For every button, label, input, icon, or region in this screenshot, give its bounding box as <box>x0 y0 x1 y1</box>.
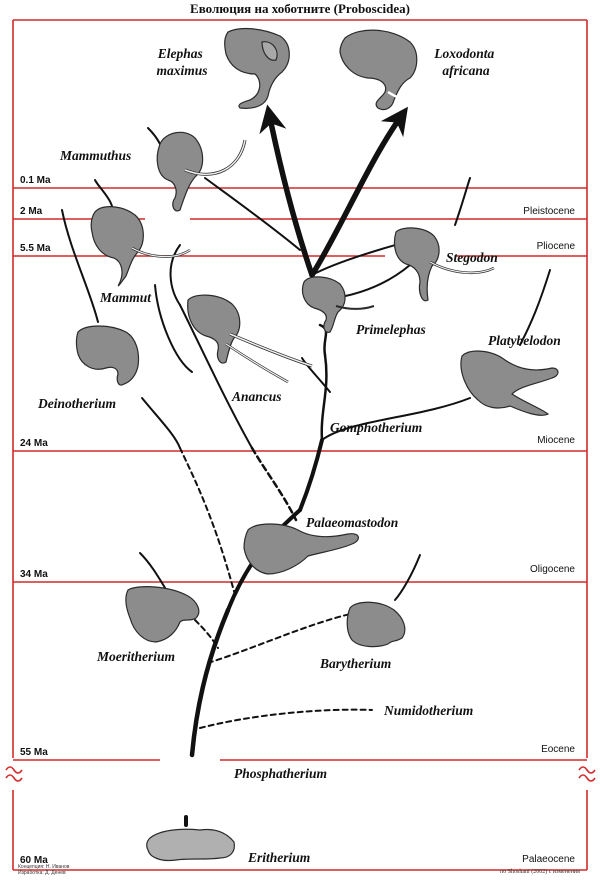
age-label: 34 Ma <box>20 569 48 580</box>
taxon-mammut: Mammut <box>99 290 152 305</box>
palaeomastodon-head-illustration <box>243 523 359 575</box>
mammut-head-illustration <box>90 206 191 287</box>
stegodon-head-illustration <box>393 227 495 302</box>
credit-line: Изработка: Д. Денев <box>18 870 66 876</box>
taxon-primelephas: Primelephas <box>356 322 426 337</box>
branches <box>61 104 551 827</box>
taxon-deinotherium: Deinotherium <box>37 396 116 411</box>
barytherium-head-illustration <box>346 601 406 648</box>
deinotherium-head-illustration <box>75 325 140 386</box>
epoch-label: Palaeocene <box>522 854 575 865</box>
credit-line: Концепция: Н. Иванов <box>18 864 70 870</box>
age-label: 55 Ma <box>20 747 48 758</box>
taxon-gomphotherium: Gomphotherium <box>330 420 422 435</box>
epoch-label: Pliocene <box>537 241 576 252</box>
taxon-elephas: Elephas maximus <box>156 46 207 78</box>
epoch-label: Pleistocene <box>523 206 575 217</box>
age-label: 24 Ma <box>20 438 48 449</box>
epoch-label: Oligocene <box>530 564 575 575</box>
eritherium-skull-illustration <box>146 828 235 862</box>
age-label: 2 Ma <box>20 206 43 217</box>
moeritherium-head-illustration <box>125 586 200 643</box>
taxon-anancus: Anancus <box>231 389 282 404</box>
taxon-loxodonta-line2: africana <box>442 63 490 78</box>
taxon-palaeomastodon: Palaeomastodon <box>306 515 398 530</box>
diagram-title: Еволюция на хоботните (Proboscidea) <box>190 1 410 16</box>
taxon-numidotherium: Numidotherium <box>383 703 473 718</box>
animal-heads <box>75 27 559 862</box>
source-note: по Shoshani (2002) с изменения <box>500 869 580 875</box>
taxon-loxodonta-line1: Loxodonta <box>433 46 494 61</box>
age-label: 0.1 Ma <box>20 175 51 186</box>
taxon-barytherium: Barytherium <box>319 656 391 671</box>
credits: Концепция: Н. Иванов Изработка: Д. Денев <box>18 864 69 876</box>
time-frame <box>5 19 596 871</box>
anancus-head-illustration <box>187 294 313 384</box>
platybelodon-head-illustration <box>460 350 559 416</box>
age-label: 60 Ma <box>20 855 48 866</box>
mammuthus-head-illustration <box>156 131 247 212</box>
taxon-mammuthus: Mammuthus <box>59 148 131 163</box>
taxon-phosphatherium: Phosphatherium <box>234 766 327 781</box>
taxon-stegodon: Stegodon <box>446 250 498 265</box>
taxon-elephas-line2: maximus <box>156 63 207 78</box>
taxon-eritherium: Eritherium <box>247 850 310 865</box>
elephas-head-illustration <box>224 27 290 109</box>
taxon-platybelodon: Platybelodon <box>488 333 561 348</box>
taxon-loxodonta: Loxodonta africana <box>433 46 497 78</box>
epoch-label: Miocene <box>537 435 575 446</box>
epoch-labels: Pleistocene Pliocene Miocene Oligocene E… <box>522 206 575 865</box>
taxon-moeritherium: Moeritherium <box>96 649 175 664</box>
primelephas-head-illustration <box>301 276 375 333</box>
time-boundaries <box>13 187 587 761</box>
taxon-labels: Elephas maximus Loxodonta africana Mammu… <box>37 46 561 865</box>
age-labels: 0.1 Ma 2 Ma 5.5 Ma 24 Ma 34 Ma 55 Ma 60 … <box>20 175 51 866</box>
loxodonta-head-illustration <box>339 29 425 111</box>
epoch-label: Eocene <box>541 744 575 755</box>
taxon-elephas-line1: Elephas <box>157 46 203 61</box>
age-label: 5.5 Ma <box>20 243 51 254</box>
